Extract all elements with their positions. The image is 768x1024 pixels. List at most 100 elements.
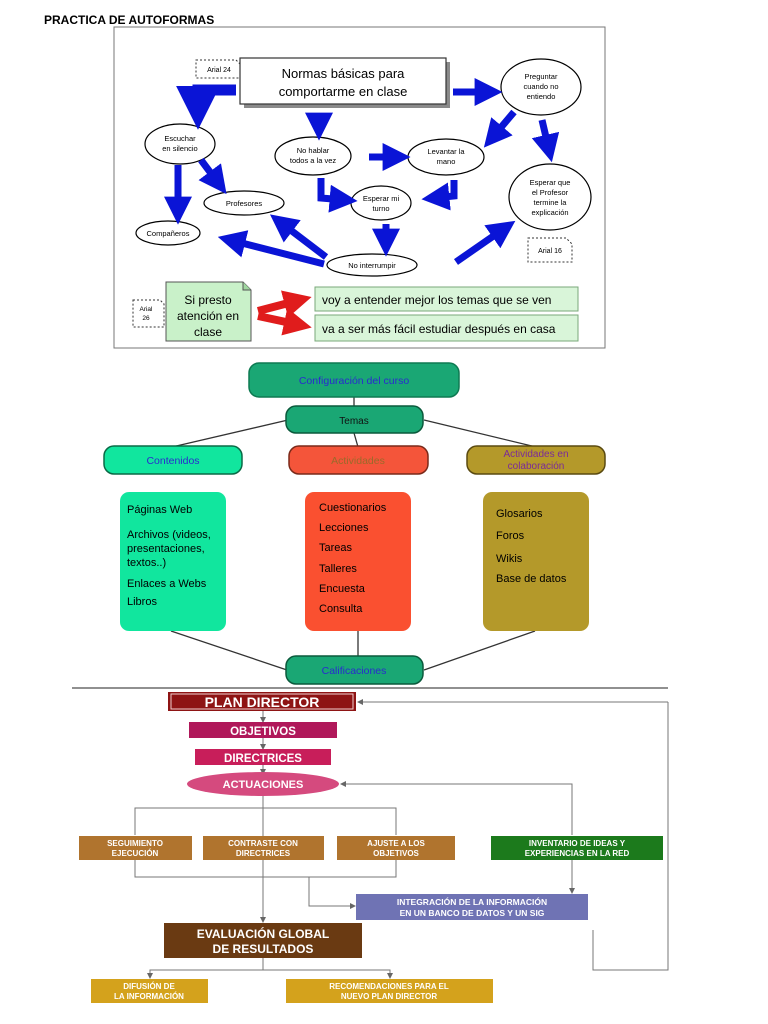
category-actividades: Actividades xyxy=(288,445,429,475)
colaboracion-list: Glosarios Foros Wikis Base de datos xyxy=(483,492,589,631)
svg-text:en silencio: en silencio xyxy=(162,144,197,153)
svg-text:DIRECTRICES: DIRECTRICES xyxy=(236,849,291,858)
svg-text:INVENTARIO DE IDEAS Y: INVENTARIO DE IDEAS Y xyxy=(529,839,626,848)
list-item: Libros xyxy=(127,596,157,608)
svg-text:EXPERIENCIAS EN LA RED: EXPERIENCIAS EN LA RED xyxy=(525,849,630,858)
list-item: Base de datos xyxy=(496,573,567,585)
objetivos-box: OBJETIVOS xyxy=(189,722,337,738)
svg-text:Esperar mi: Esperar mi xyxy=(363,194,400,203)
svg-text:SEGUIMIENTO: SEGUIMIENTO xyxy=(107,839,163,848)
svg-text:todos a la vez: todos a la vez xyxy=(290,156,337,165)
list-item: Consulta xyxy=(319,603,363,615)
configuracion-node: Configuración del curso xyxy=(248,362,460,398)
font-size-tag-text: 26 xyxy=(142,315,150,322)
svg-text:OBJETIVOS: OBJETIVOS xyxy=(230,726,296,738)
node-esperar-profesor: Esperar que el Profesor termine la expli… xyxy=(508,163,592,231)
svg-text:colaboración: colaboración xyxy=(508,461,565,472)
main-box xyxy=(239,57,447,105)
svg-text:Profesores: Profesores xyxy=(226,199,263,208)
svg-text:Contenidos: Contenidos xyxy=(146,455,199,467)
difusion-box: DIFUSIÓN DE LA INFORMACIÓN xyxy=(91,979,208,1003)
contraste-box: CONTRASTE CON DIRECTRICES xyxy=(203,836,324,860)
evaluacion-box: EVALUACIÓN GLOBAL DE RESULTADOS xyxy=(164,923,362,958)
recomendaciones-box: RECOMENDACIONES PARA EL NUEVO PLAN DIREC… xyxy=(286,979,493,1003)
actuaciones-ellipse: ACTUACIONES xyxy=(187,772,339,796)
svg-text:el Profesor: el Profesor xyxy=(532,188,569,197)
node-preguntar: Preguntar cuando no entiendo xyxy=(500,58,582,116)
integracion-box: INTEGRACIÓN DE LA INFORMACIÓN EN UN BANC… xyxy=(356,894,588,920)
node-esperar-turno: Esperar mi turno xyxy=(350,185,412,221)
svg-text:termine la: termine la xyxy=(534,198,568,207)
list-item: presentaciones, xyxy=(127,543,205,555)
svg-text:cuando no: cuando no xyxy=(523,82,558,91)
main-box-line: comportarme en clase xyxy=(279,84,408,99)
page-title: PRACTICA DE AUTOFORMAS xyxy=(44,13,215,27)
result-box xyxy=(314,314,579,342)
svg-text:No interrumpir: No interrumpir xyxy=(348,261,396,270)
ajuste-box: AJUSTE A LOS OBJETIVOS xyxy=(337,836,455,860)
condition-box xyxy=(165,281,252,342)
svg-text:DIRECTRICES: DIRECTRICES xyxy=(224,753,302,765)
svg-text:LA INFORMACIÓN: LA INFORMACIÓN xyxy=(114,992,184,1001)
svg-text:EN UN BANCO DE DATOS Y UN SIG: EN UN BANCO DE DATOS Y UN SIG xyxy=(400,908,545,918)
blue-arrows xyxy=(164,78,560,268)
list-item: Foros xyxy=(496,530,525,542)
svg-text:Preguntar: Preguntar xyxy=(525,72,558,81)
result-box xyxy=(314,286,579,312)
svg-text:Configuración del curso: Configuración del curso xyxy=(299,375,409,387)
svg-text:CONTRASTE CON: CONTRASTE CON xyxy=(228,839,298,848)
font-size-tag-text: Arial 24 xyxy=(207,67,231,74)
list-item: Talleres xyxy=(319,563,357,575)
connector-lines xyxy=(170,396,537,671)
svg-text:AJUSTE A LOS: AJUSTE A LOS xyxy=(367,839,425,848)
condition-line: atención en xyxy=(177,309,239,323)
node-profesores: Profesores xyxy=(203,190,285,216)
result-text: voy a entender mejor los temas que se ve… xyxy=(322,293,551,307)
font-size-tag-text: Arial xyxy=(139,306,153,313)
list-item: Tareas xyxy=(319,542,353,554)
contenidos-list: Páginas Web Archivos (videos, presentaci… xyxy=(120,492,226,631)
main-box-line: Normas básicas para xyxy=(282,66,406,81)
svg-text:Compañeros: Compañeros xyxy=(147,229,190,238)
svg-text:ACTUACIONES: ACTUACIONES xyxy=(223,779,304,791)
svg-text:INTEGRACIÓN DE LA INFORMACIÓN: INTEGRACIÓN DE LA INFORMACIÓN xyxy=(397,896,547,907)
svg-text:EVALUACIÓN GLOBAL: EVALUACIÓN GLOBAL xyxy=(197,926,329,941)
svg-text:Esperar que: Esperar que xyxy=(530,178,571,187)
svg-text:Temas: Temas xyxy=(339,416,368,427)
list-item: textos..) xyxy=(127,557,166,569)
flow-connectors xyxy=(134,699,669,979)
list-item: Glosarios xyxy=(496,508,543,520)
svg-text:Actividades en: Actividades en xyxy=(503,449,568,460)
seguimiento-box: SEGUIMIENTO EJECUCIÓN xyxy=(79,836,192,860)
condition-line: Si presto xyxy=(184,293,232,307)
actividades-list: Cuestionarios Lecciones Tareas Talleres … xyxy=(305,492,411,631)
plan-director-box: PLAN DIRECTOR xyxy=(168,692,356,711)
inventario-box: INVENTARIO DE IDEAS Y EXPERIENCIAS EN LA… xyxy=(491,836,663,860)
svg-text:Levantar la: Levantar la xyxy=(427,147,465,156)
svg-text:NUEVO PLAN DIRECTOR: NUEVO PLAN DIRECTOR xyxy=(341,992,438,1001)
calificaciones-node: Calificaciones xyxy=(285,655,424,685)
font-size-tag-text: Arial 16 xyxy=(538,248,562,255)
svg-text:PLAN DIRECTOR: PLAN DIRECTOR xyxy=(205,694,320,710)
svg-text:DIFUSIÓN DE: DIFUSIÓN DE xyxy=(123,982,175,991)
svg-text:OBJETIVOS: OBJETIVOS xyxy=(373,849,419,858)
list-item: Wikis xyxy=(496,553,523,565)
red-arrows xyxy=(256,290,312,336)
list-item: Archivos (videos, xyxy=(127,529,211,541)
svg-text:Actividades: Actividades xyxy=(331,455,385,467)
font-size-tag xyxy=(195,59,243,79)
svg-text:No hablar: No hablar xyxy=(297,146,330,155)
result-text: va a ser más fácil estudiar después en c… xyxy=(322,322,556,336)
font-size-tag xyxy=(527,237,573,263)
directrices-box: DIRECTRICES xyxy=(195,749,331,765)
list-item: Encuesta xyxy=(319,583,366,595)
font-size-tag xyxy=(132,299,165,328)
list-item: Lecciones xyxy=(319,522,369,534)
node-escuchar: Escuchar en silencio xyxy=(144,123,216,165)
list-item: Páginas Web xyxy=(127,504,192,516)
svg-text:DE RESULTADOS: DE RESULTADOS xyxy=(213,942,314,956)
svg-text:Calificaciones: Calificaciones xyxy=(322,665,387,677)
